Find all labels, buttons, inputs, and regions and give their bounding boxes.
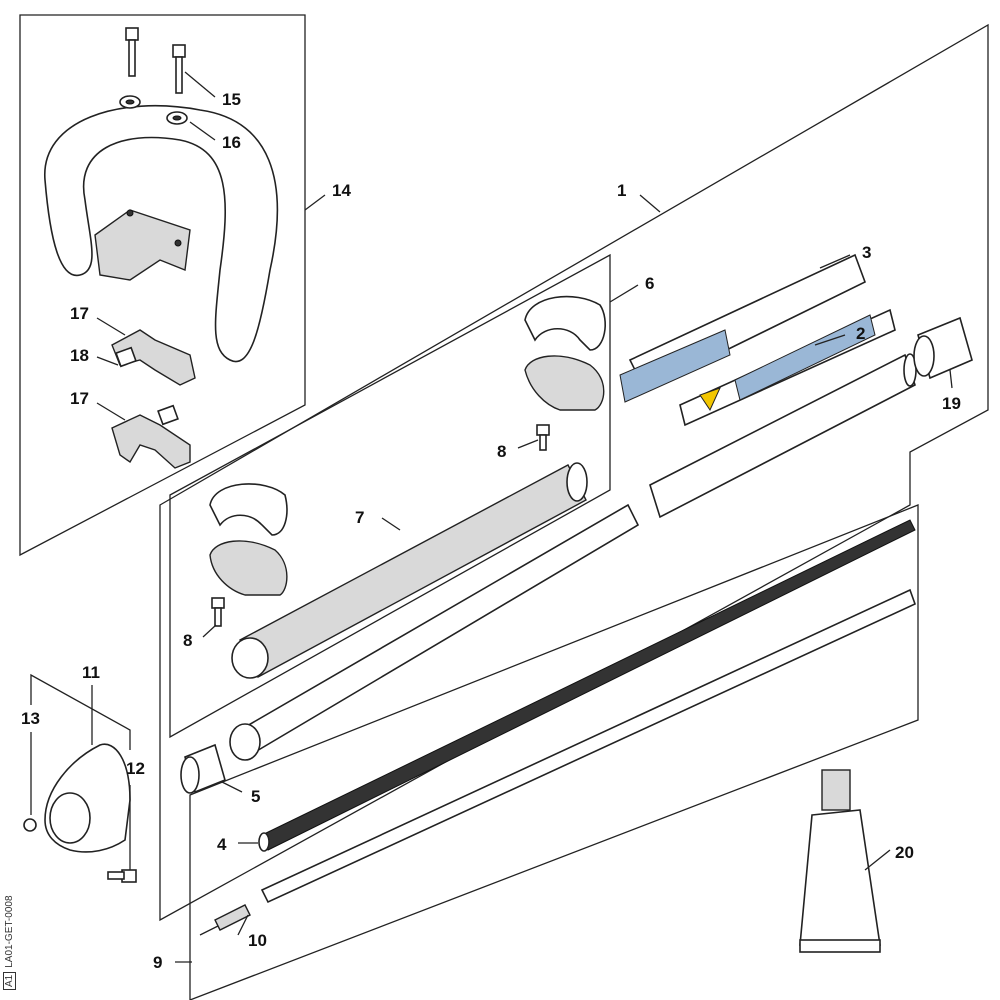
drawing-code: LA01-GET-0008	[4, 895, 15, 968]
callout-16: 16	[222, 133, 241, 152]
callout-13: 13	[21, 709, 40, 728]
grip-halves-lower	[209, 483, 288, 627]
leader-lines	[30, 71, 953, 963]
shaft-tube	[229, 353, 917, 761]
callout-8-lower: 8	[183, 631, 192, 650]
callout-9: 9	[153, 953, 162, 972]
clamp-11	[23, 743, 137, 883]
bearing-5	[180, 743, 226, 794]
callout-18: 18	[70, 346, 89, 365]
callout-3: 3	[862, 243, 871, 262]
clamps-17-nuts-18	[111, 329, 196, 469]
callout-8-upper: 8	[497, 442, 506, 461]
callout-19: 19	[942, 394, 961, 413]
grip-tube	[231, 462, 588, 679]
revision-code: A1	[3, 971, 16, 990]
callout-15: 15	[222, 90, 241, 109]
labels-2-3	[619, 253, 896, 427]
washers-16	[119, 95, 188, 125]
callout-5: 5	[251, 787, 260, 806]
callout-1: 1	[617, 181, 626, 200]
callout-17-lower: 17	[70, 389, 89, 408]
callout-17-upper: 17	[70, 304, 89, 323]
loop-handle	[44, 104, 279, 363]
frame-shaft-assembly-1	[159, 23, 989, 922]
callout-2: 2	[856, 324, 865, 343]
frame-grip-6	[169, 253, 611, 739]
bushing-19	[913, 316, 973, 380]
pin-10	[199, 904, 251, 936]
grip-halves-upper	[524, 295, 606, 451]
callout-7: 7	[355, 508, 364, 527]
callouts: 15 16 14 1 3 6 2 17 18 17 19 8 7 8 11 13…	[21, 90, 961, 972]
callout-6: 6	[645, 274, 654, 293]
screws-15	[125, 27, 186, 94]
callout-12: 12	[126, 759, 145, 778]
document-reference: A1 LA01-GET-0008	[3, 895, 16, 990]
callout-11: 11	[82, 663, 100, 682]
callout-20: 20	[895, 843, 914, 862]
frame-drive-shaft-9	[189, 504, 919, 1000]
grease-tube-20	[799, 769, 881, 953]
callout-10: 10	[248, 931, 267, 950]
callout-14: 14	[332, 181, 351, 200]
callout-4: 4	[217, 835, 227, 854]
frame-handle-group	[19, 14, 306, 557]
drive-shaft	[258, 519, 916, 904]
